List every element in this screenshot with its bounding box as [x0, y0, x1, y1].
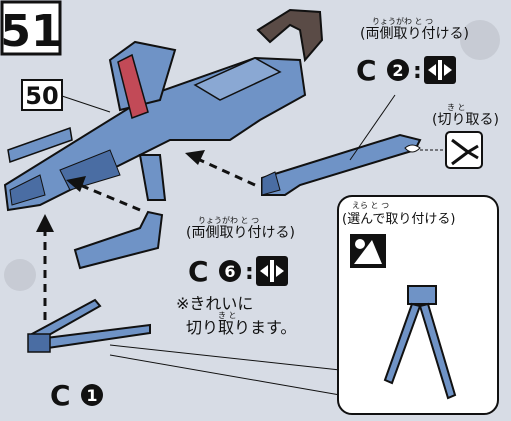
previous-step-ref: 50	[21, 79, 63, 111]
gate-mark	[404, 144, 421, 153]
c6-letter: C	[188, 255, 209, 288]
previous-step-label: 50	[25, 82, 58, 110]
attach-both-sides-icon-2	[256, 256, 288, 286]
c6-note: (両側取り付ける)	[186, 225, 295, 241]
red-sensor	[117, 53, 149, 119]
c6-number: 6	[224, 262, 235, 281]
svg-text::: :	[245, 260, 254, 285]
choose-option-box: えら と つ (選んで取り付ける)	[337, 195, 499, 415]
c6-caution-line2: 切り取ります。	[186, 318, 296, 337]
c2-letter: C	[356, 54, 377, 87]
step-number-box: 51	[0, 0, 62, 57]
c2-number-circle	[387, 59, 409, 81]
cut-text: (切り取る)	[432, 112, 499, 128]
grip	[138, 154, 167, 201]
c2-furigana: りょうがわ と つ	[372, 16, 433, 26]
rifle-assembly	[3, 8, 324, 212]
c1-number-circle	[81, 384, 103, 406]
step-number: 51	[0, 6, 61, 57]
part-c2	[261, 133, 422, 196]
carry-handle	[256, 8, 324, 63]
background-texture	[4, 20, 500, 291]
bipod-deployed	[383, 285, 457, 400]
part-c1	[27, 298, 151, 353]
c2-note: (両側取り付ける)	[360, 26, 469, 42]
choose-icon	[350, 234, 386, 268]
svg-text::: :	[413, 59, 422, 84]
c2-number: 2	[392, 61, 403, 80]
part-c6	[73, 210, 164, 270]
c1-letter: C	[50, 379, 71, 412]
c6-caution-furigana: き と	[218, 311, 237, 320]
c6-number-circle	[219, 260, 241, 282]
cut-furigana: き と	[447, 103, 466, 112]
choose-text: (選んで取り付ける)	[342, 212, 456, 227]
c6-caution-line1: ※きれいに	[176, 294, 253, 313]
c1-number: 1	[86, 386, 97, 405]
attach-both-sides-icon	[424, 56, 456, 84]
nipper-icon	[445, 131, 483, 169]
c6-furigana: りょうがわ と つ	[198, 215, 259, 225]
choose-furigana: えら と つ	[352, 201, 389, 210]
